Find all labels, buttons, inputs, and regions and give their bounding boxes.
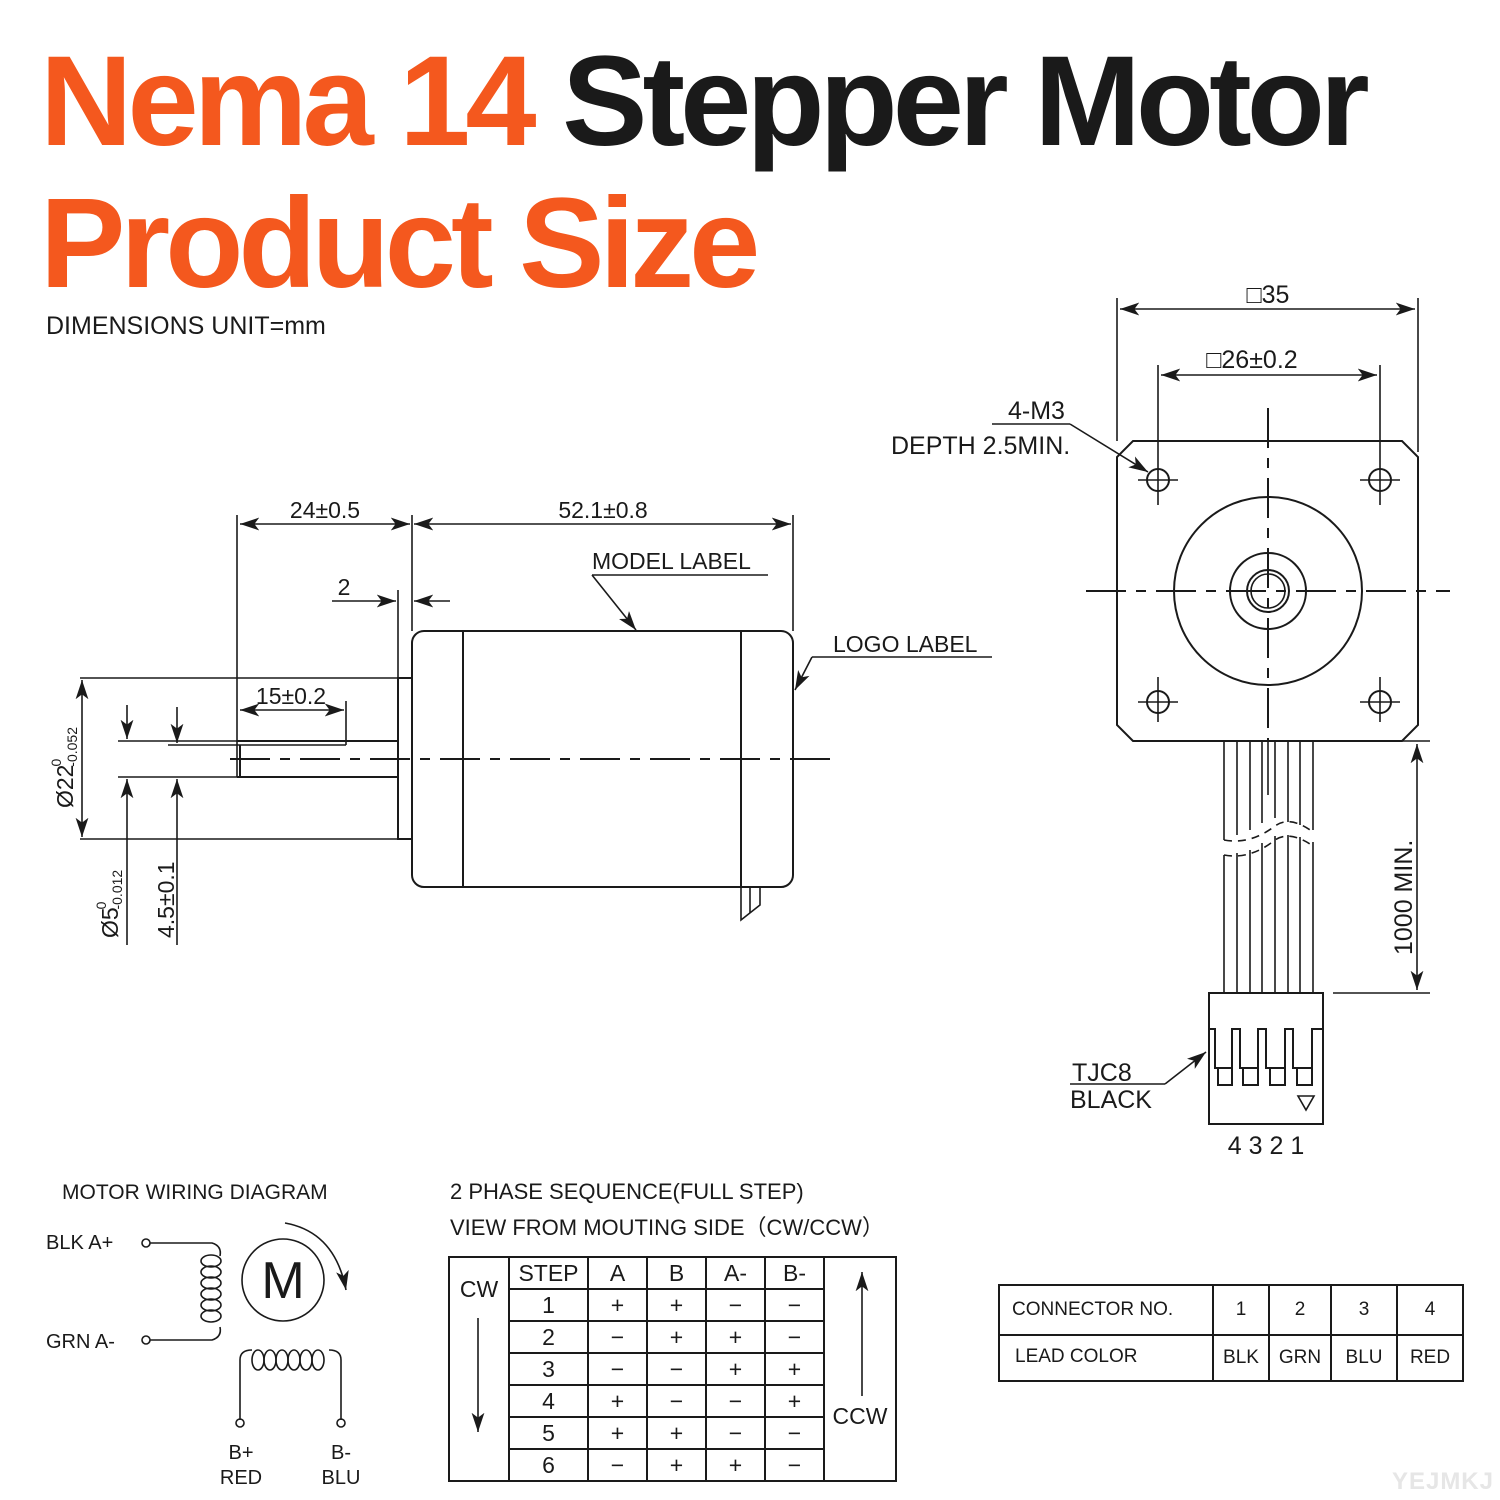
dim-lead-length: 1000 MIN. — [1390, 840, 1418, 955]
dim-boss-diameter: Ø220-0.052 — [48, 727, 80, 808]
connector-lead-table: CONNECTOR NO. 1 2 3 4 LEAD COLOR BLK GRN… — [998, 1284, 1464, 1382]
ccw-label: CCW — [823, 1256, 897, 1482]
cw-label: CW — [448, 1256, 510, 1482]
sequence-title: 2 PHASE SEQUENCE(FULL STEP) — [450, 1179, 804, 1204]
dimensions-unit-note: DIMENSIONS UNIT=mm — [46, 312, 326, 340]
logo-label-callout: LOGO LABEL — [833, 631, 978, 657]
page-title-line2: Product Size — [40, 172, 760, 315]
dim-hole-spacing: □26±0.2 — [1206, 346, 1297, 374]
brand-watermark: YEJMKJ — [1391, 1468, 1494, 1495]
table-row: 1++−− — [449, 1288, 896, 1322]
phase-sequence-table: CW STEP A B A- B- CCW 1++−− 2−++− 3−−++ … — [448, 1256, 897, 1482]
model-label-callout: MODEL LABEL — [592, 548, 751, 574]
wire-a-minus-label: GRN A- — [46, 1331, 115, 1353]
wire-b-minus-label: B- — [331, 1442, 351, 1464]
mounting-holes — [1138, 460, 1400, 722]
sequence-subtitle: VIEW FROM MOUTING SIDE（CW/CCW） — [450, 1215, 884, 1240]
coil-b — [251, 1349, 325, 1371]
rotation-arrow — [284, 1222, 349, 1291]
dim-shaft-length: 24±0.5 — [290, 497, 360, 523]
wire-b-minus-color: BLU — [322, 1467, 361, 1489]
svg-text:M: M — [261, 1252, 304, 1310]
title-product: Stepper Motor — [562, 30, 1370, 173]
connector-pin-numbers: 4 3 2 1 — [1228, 1132, 1304, 1160]
wiring-diagram: BLK A+ GRN A- M B+ RED B- BLU — [46, 1222, 361, 1489]
motor-symbol — [241, 1238, 325, 1322]
table-row: 4+−−+ — [449, 1384, 896, 1418]
table-row: 6−++− — [449, 1448, 896, 1482]
header-step: STEP — [508, 1256, 589, 1290]
lead-color-label: LEAD COLOR — [998, 1334, 1214, 1382]
lead-wires — [1223, 741, 1314, 992]
dim-flange: 2 — [338, 574, 351, 600]
dim-body-length: 52.1±0.8 — [558, 497, 647, 523]
front-view: □35 □26±0.2 4-M3 DEPTH 2.5MIN. 1000 MIN. — [891, 281, 1450, 1160]
holes-callout: 4-M3 — [1008, 397, 1065, 425]
side-view: 24±0.5 52.1±0.8 2 15±0.2 Ø220-0.052 Ø50-… — [48, 497, 992, 945]
holes-depth-callout: DEPTH 2.5MIN. — [891, 432, 1070, 460]
wire-b-plus-color: RED — [220, 1467, 262, 1489]
header-b: B — [646, 1256, 707, 1290]
connector-no-label: CONNECTOR NO. — [998, 1284, 1214, 1336]
table-row: 5++−− — [449, 1416, 896, 1450]
coil-a — [200, 1254, 222, 1323]
dim-flat-length: 15±0.2 — [256, 683, 326, 709]
dim-frame-size: □35 — [1247, 281, 1290, 309]
header-a: A — [587, 1256, 648, 1290]
wire-a-plus-label: BLK A+ — [46, 1232, 113, 1254]
page-title-line1: Nema 14 Stepper Motor — [40, 38, 1370, 166]
wiring-diagram-title: MOTOR WIRING DIAGRAM — [62, 1181, 328, 1204]
table-row: 2−++− — [449, 1320, 896, 1354]
dim-shaft-diameter: Ø50-0.012 — [93, 870, 125, 938]
connector — [1208, 992, 1324, 1125]
dim-flat-depth: 4.5±0.1 — [153, 861, 179, 938]
connector-color-label: BLACK — [1070, 1086, 1152, 1114]
header-a-minus: A- — [705, 1256, 766, 1290]
wire-b-plus-label: B+ — [228, 1442, 253, 1464]
table-row: 3−−++ — [449, 1352, 896, 1386]
header-b-minus: B- — [764, 1256, 825, 1290]
connector-type-label: TJC8 — [1072, 1059, 1132, 1087]
title-model: Nema 14 — [40, 30, 537, 173]
